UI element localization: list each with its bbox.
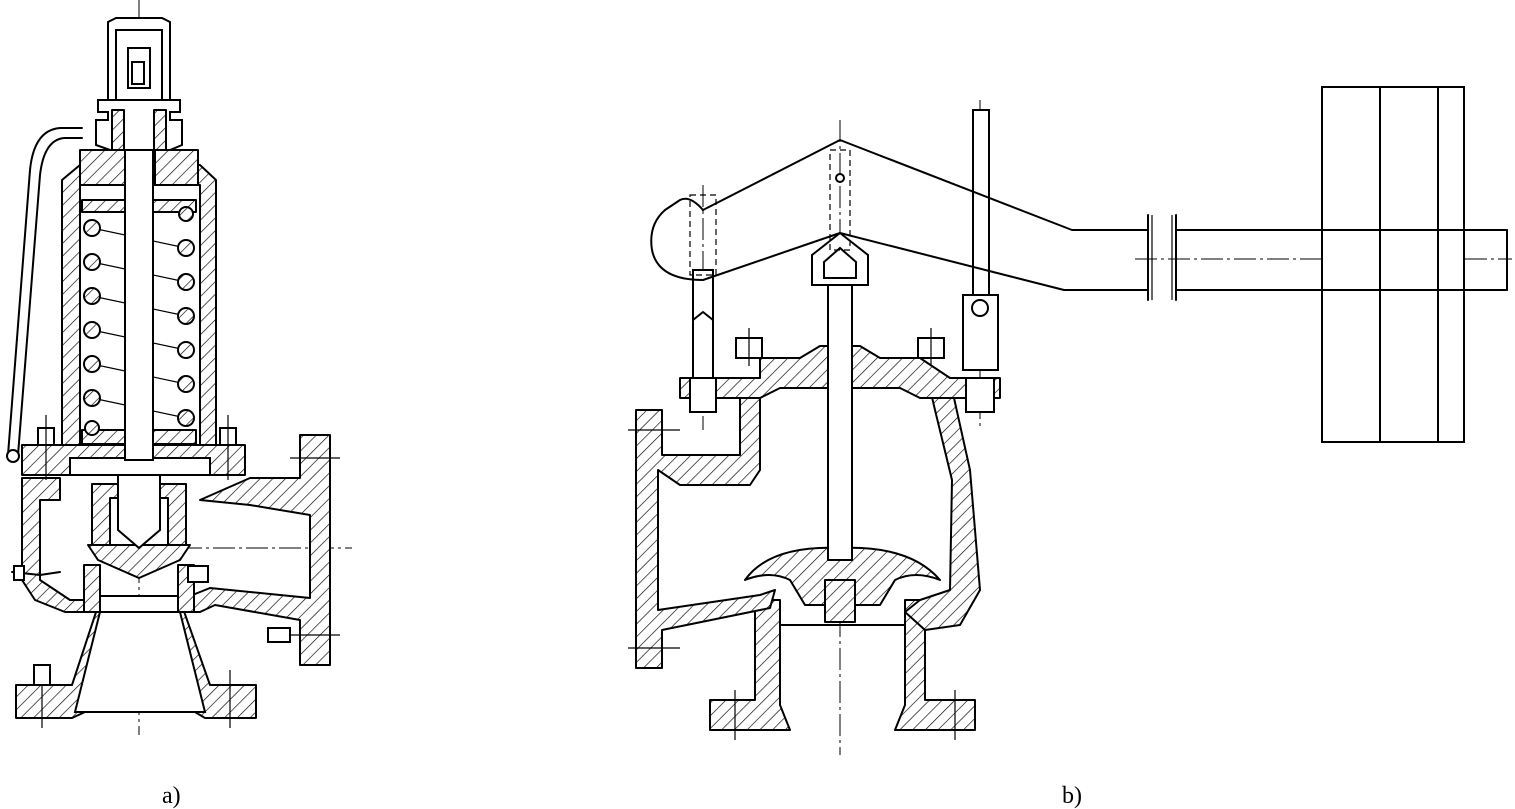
lever-arm-lower [702, 232, 1149, 291]
lever-safety-valve [628, 86, 1512, 755]
valve-a-lift-lever [7, 127, 83, 456]
valve-a-adjust-ring [187, 565, 209, 583]
valve-b-disc [744, 546, 941, 606]
valve-a-cap-left [79, 149, 126, 186]
valve-a-body-right-outlet [184, 434, 331, 666]
valve-b-fulcrum-nut [965, 377, 995, 413]
valve-b-guide-nut [689, 377, 717, 413]
spring-safety-valve [6, 0, 352, 735]
valve-a-lever-pivot [6, 449, 20, 463]
valve-b-fulcrum-pin [971, 299, 989, 317]
valve-a-seat-left [83, 564, 101, 613]
lever-arm-end [650, 197, 704, 281]
valve-a-top-bonnet [95, 99, 183, 151]
valve-b-disc-hub [824, 579, 856, 623]
lever-weight [1321, 86, 1465, 443]
valve-b-fulcrum-bracket [962, 294, 999, 371]
valve-b-guide-rod [692, 269, 714, 381]
figure-label-b: b) [1062, 783, 1082, 809]
valve-b-body-right [904, 379, 981, 631]
valve-a-drain-plug [267, 627, 291, 643]
valve-b-stem [827, 284, 853, 561]
lever-pivot-hole [835, 173, 845, 183]
valve-b-outlet [635, 394, 776, 669]
valve-a-cap-right [154, 149, 199, 186]
valve-a-base-bolt-left [33, 664, 51, 686]
lever-arm-upper [702, 139, 1149, 231]
figure-label-a: a) [162, 783, 181, 809]
valve-b-inlet-left [709, 599, 791, 731]
valve-a-body-left [21, 477, 96, 613]
valve-a-adjust-screw [13, 565, 25, 581]
valve-a-disc [87, 544, 191, 579]
